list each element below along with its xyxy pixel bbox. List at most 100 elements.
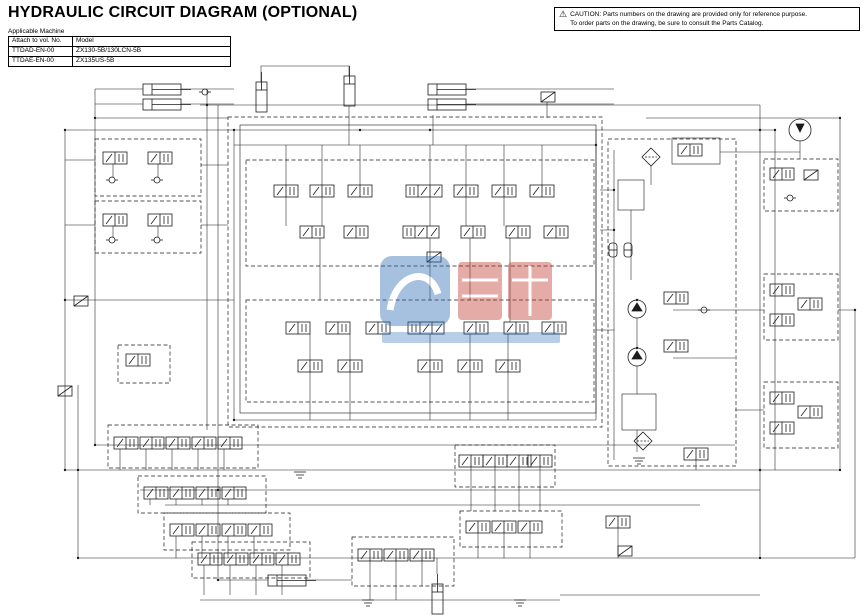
check-valve-symbol — [105, 236, 119, 244]
valve-symbol — [797, 297, 823, 311]
check-valve-symbol — [150, 236, 164, 244]
valve-symbol — [663, 339, 689, 353]
valve-symbol — [191, 436, 217, 450]
solenoid-valve-symbol — [73, 295, 89, 307]
component-outlines — [239, 124, 721, 431]
valve-symbol — [506, 454, 532, 468]
filter-symbol — [633, 431, 653, 451]
applicable-machine-block: Applicable Machine Attach to vol. No. Mo… — [8, 28, 231, 68]
valve-symbol — [491, 520, 517, 534]
valve-symbol — [139, 436, 165, 450]
valve-symbol — [195, 486, 221, 500]
valve-symbol — [102, 151, 128, 165]
valve-symbol — [605, 515, 631, 529]
valve-symbol — [223, 552, 249, 566]
valve-symbol — [147, 213, 173, 227]
valve-symbol — [769, 283, 795, 297]
warning-triangle-icon: ⚠ — [559, 9, 568, 19]
pump-symbol — [627, 347, 647, 367]
machine-table: Attach to vol. No. Model TTDAD-EN-00 ZX1… — [8, 36, 231, 68]
cylinder-symbol — [431, 573, 444, 615]
tank-symbol — [361, 599, 375, 607]
valve-symbol — [677, 143, 703, 157]
dashed-enclosures — [94, 116, 839, 587]
valve-symbol — [495, 359, 521, 373]
valve-symbol — [275, 552, 301, 566]
cylinder-symbol — [427, 98, 477, 111]
valve-symbol — [325, 321, 351, 335]
cylinder-symbol — [427, 83, 477, 96]
pump-symbol — [627, 299, 647, 319]
stub-lines — [112, 102, 697, 600]
valve-symbol — [147, 151, 173, 165]
valve-symbol — [402, 225, 440, 239]
valve-symbol — [217, 436, 243, 450]
valve-symbol — [285, 321, 311, 335]
valve-symbol — [357, 548, 383, 562]
valve-symbol — [195, 523, 221, 537]
valve-symbol — [113, 436, 139, 450]
solenoid-valve-symbol — [617, 545, 633, 557]
valve-symbol — [482, 454, 508, 468]
accumulator-symbol — [608, 242, 618, 258]
valve-symbol — [125, 353, 151, 367]
valve-symbol — [453, 184, 479, 198]
valve-symbol — [527, 454, 553, 468]
valve-symbol — [221, 486, 247, 500]
cylinder-symbol — [255, 71, 268, 113]
solenoid-valve-symbol — [803, 169, 819, 181]
valve-symbol — [169, 523, 195, 537]
valve-symbol — [517, 520, 543, 534]
junction-dots — [63, 103, 857, 582]
check-valve-symbol — [105, 176, 119, 184]
valve-symbol — [460, 225, 486, 239]
cell-model: ZX135US-5B — [72, 56, 231, 68]
valve-symbol — [465, 520, 491, 534]
cylinder-symbol — [343, 65, 356, 107]
valve-symbol — [769, 391, 795, 405]
valve-symbol — [143, 486, 169, 500]
valve-symbol — [417, 359, 443, 373]
valve-symbol — [309, 184, 335, 198]
watermark — [380, 256, 560, 343]
tank-symbol — [513, 599, 527, 607]
tank-symbol — [293, 471, 307, 479]
page-title: HYDRAULIC CIRCUIT DIAGRAM (OPTIONAL) — [8, 4, 358, 21]
valve-symbol — [663, 291, 689, 305]
valve-symbol — [221, 523, 247, 537]
caution-line-2: To order parts on the drawing, be sure t… — [570, 20, 764, 28]
valve-symbol — [337, 359, 363, 373]
valve-symbol — [347, 184, 373, 198]
valve-symbol — [491, 184, 517, 198]
valve-symbol — [769, 421, 795, 435]
valve-symbol — [383, 548, 409, 562]
cylinder-symbol — [142, 83, 192, 96]
filter-symbol — [641, 147, 661, 167]
applicable-machine-label: Applicable Machine — [8, 28, 65, 35]
valve-symbol — [343, 225, 369, 239]
valve-symbol — [405, 184, 443, 198]
valve-symbol — [797, 405, 823, 419]
vertical-lines — [64, 65, 856, 580]
valve-symbol — [409, 548, 435, 562]
valve-symbol — [299, 225, 325, 239]
solenoid-valve-symbol — [540, 91, 556, 103]
valve-symbol — [769, 313, 795, 327]
tank-symbol — [632, 457, 646, 465]
valve-symbol — [273, 184, 299, 198]
check-valve-symbol — [198, 88, 212, 96]
valve-symbol — [165, 436, 191, 450]
cylinder-symbol — [142, 98, 192, 111]
valve-symbol — [769, 167, 795, 181]
valve-symbol — [249, 552, 275, 566]
valve-symbol — [543, 225, 569, 239]
valve-symbol — [247, 523, 273, 537]
cylinder-symbol — [267, 574, 317, 587]
valve-symbol — [683, 447, 709, 461]
check-valve-symbol — [783, 194, 797, 202]
valve-symbol — [505, 225, 531, 239]
valve-symbol — [102, 213, 128, 227]
valve-symbol — [297, 359, 323, 373]
